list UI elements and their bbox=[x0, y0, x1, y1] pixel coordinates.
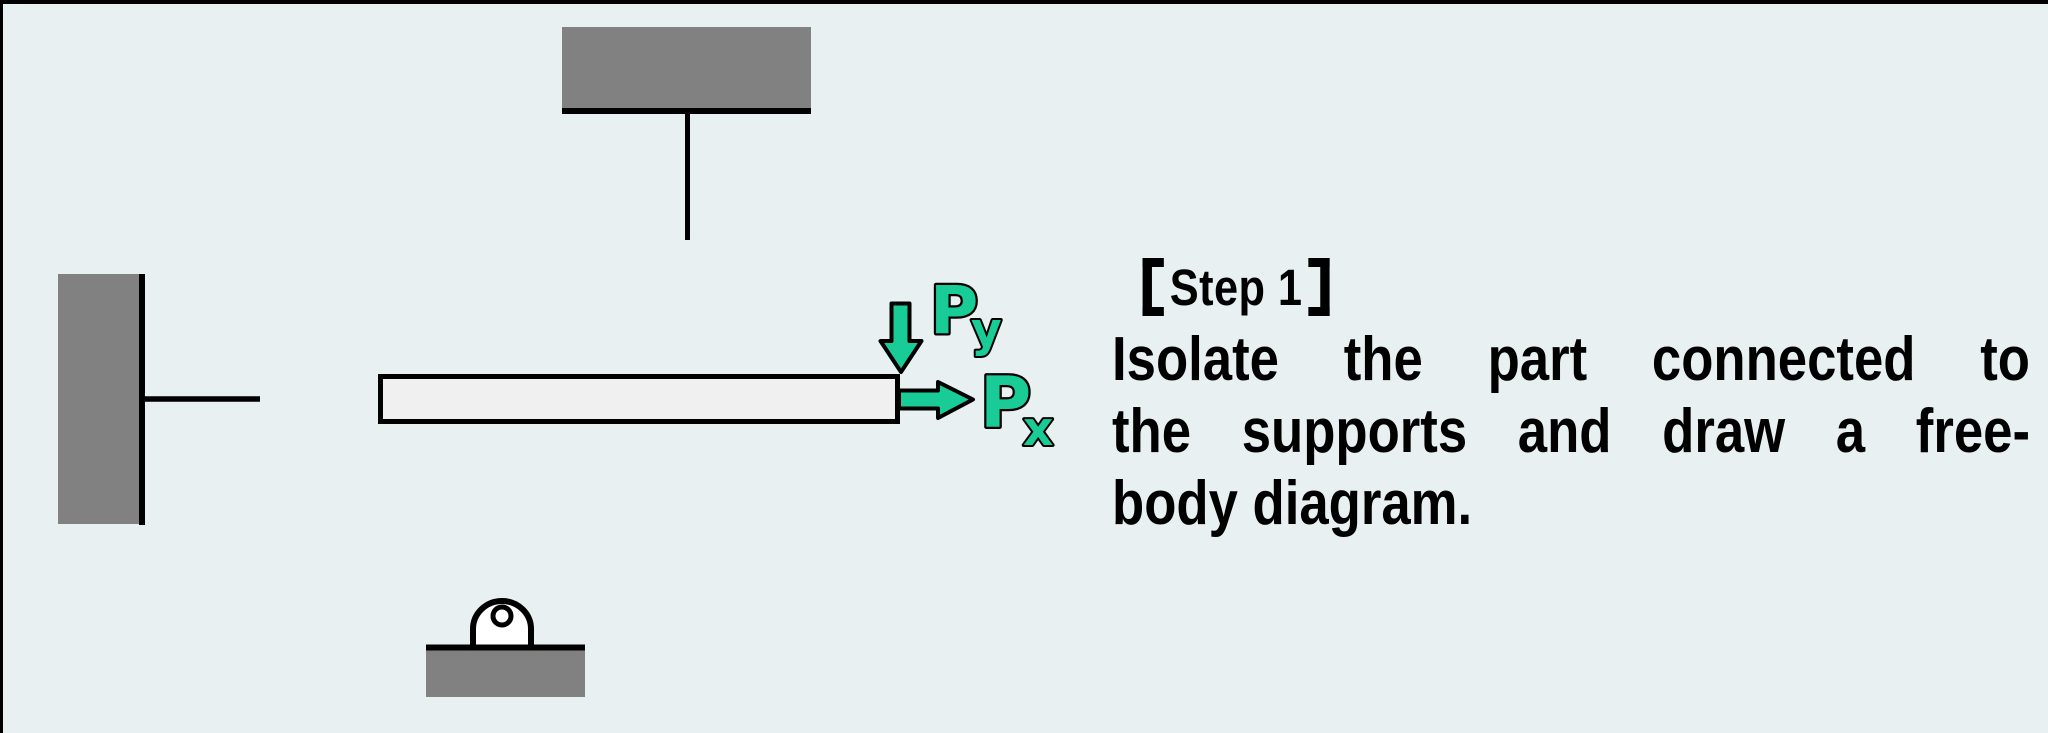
force-px-arrow-right-icon bbox=[897, 380, 975, 420]
top-support-block bbox=[562, 27, 811, 110]
lenticular-bracket-open-icon bbox=[1142, 258, 1164, 316]
instruction-text: Step 1 Isolate the part connected to the… bbox=[1112, 252, 2030, 540]
force-px-subscript: x bbox=[1023, 402, 1053, 457]
beam bbox=[378, 374, 900, 424]
lenticular-bracket-close-icon bbox=[1308, 258, 1330, 316]
force-py-arrow-down-icon bbox=[878, 301, 924, 374]
roller-base-block bbox=[426, 650, 585, 697]
roller-pin-hole bbox=[490, 604, 514, 628]
step-title-label: Step 1 bbox=[1169, 259, 1303, 316]
force-py-subscript: y bbox=[971, 303, 1002, 358]
left-support-block bbox=[58, 274, 143, 524]
instruction-line-3: body diagram. bbox=[1112, 469, 1473, 538]
step-title: Step 1 bbox=[1112, 252, 2030, 324]
force-px-label: P bbox=[980, 362, 1031, 444]
instruction-line-2: the supports and draw a free- bbox=[1112, 397, 2030, 466]
instruction-line-1: Isolate the part connected to bbox=[1112, 325, 2030, 394]
force-py-label: P bbox=[930, 272, 978, 349]
